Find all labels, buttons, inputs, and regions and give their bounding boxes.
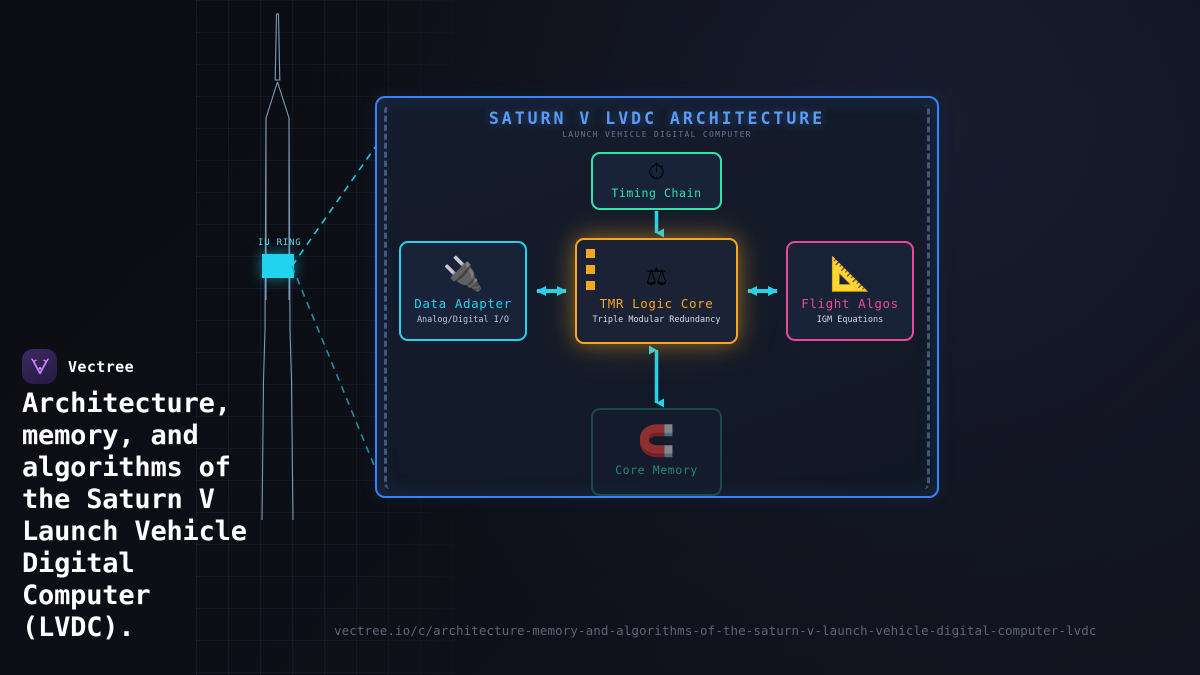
iu-ring-label: IU RING bbox=[258, 238, 302, 248]
headline-text: Architecture, memory, and algorithms of … bbox=[22, 388, 247, 643]
stopwatch-icon: ⏱ bbox=[647, 160, 666, 185]
iu-ring-marker bbox=[262, 254, 294, 278]
node-core-memory[interactable]: 🧲 Core Memory bbox=[591, 408, 722, 496]
node-tmr-logic-core-sublabel: Triple Modular Redundancy bbox=[592, 315, 721, 325]
vectree-logo-icon bbox=[22, 349, 57, 384]
node-flight-algos[interactable]: 📐 Flight Algos IGM Equations bbox=[786, 241, 914, 341]
node-data-adapter[interactable]: 🔌 Data Adapter Analog/Digital I/O bbox=[399, 241, 527, 341]
node-timing-chain-label: Timing Chain bbox=[611, 186, 702, 200]
balance-scale-icon: ⚖ bbox=[646, 254, 667, 293]
magnet-icon: 🧲 bbox=[637, 424, 676, 459]
node-data-adapter-label: Data Adapter bbox=[414, 296, 512, 311]
node-core-memory-label: Core Memory bbox=[615, 463, 698, 477]
panel-title: SATURN V LVDC ARCHITECTURE bbox=[488, 109, 826, 128]
panel-subtitle: LAUNCH VEHICLE DIGITAL COMPUTER bbox=[562, 130, 752, 139]
node-flight-algos-sublabel: IGM Equations bbox=[816, 315, 884, 325]
node-tmr-logic-core-label: TMR Logic Core bbox=[599, 296, 714, 311]
node-flight-algos-label: Flight Algos bbox=[801, 296, 899, 311]
node-data-adapter-sublabel: Analog/Digital I/O bbox=[416, 315, 510, 325]
triangular-ruler-icon: 📐 bbox=[829, 254, 871, 293]
brand-row: Vectree bbox=[22, 349, 134, 384]
node-tmr-logic-core[interactable]: ⚖ TMR Logic Core Triple Modular Redundan… bbox=[575, 238, 738, 344]
tmr-redundancy-markers bbox=[586, 249, 595, 297]
brand-name: Vectree bbox=[68, 357, 135, 376]
electric-plug-icon: 🔌 bbox=[442, 254, 484, 293]
node-timing-chain[interactable]: ⏱ Timing Chain bbox=[591, 152, 722, 210]
source-url: vectree.io/c/architecture-memory-and-alg… bbox=[334, 623, 1097, 638]
